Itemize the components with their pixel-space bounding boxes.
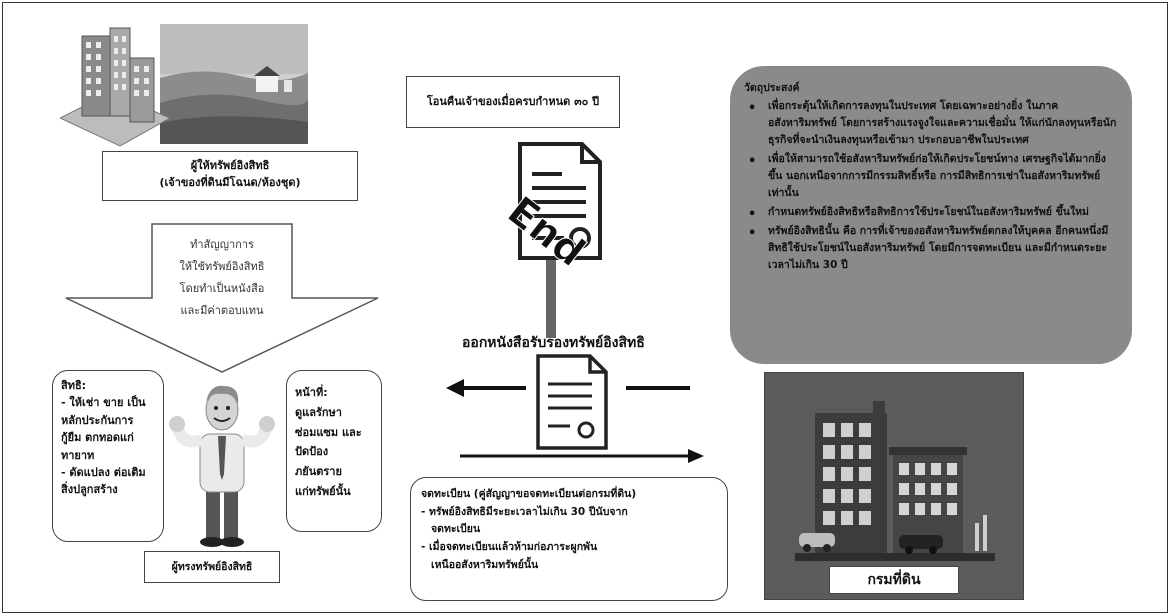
right-arrow [460, 449, 704, 463]
objectives-box: วัตถุประสงค์ เพื่อกระตุ้นให้เกิดการลงทุน… [730, 66, 1132, 364]
registration-item2-line1: - เมื่อจดทะเบียนแล้วห้ามก่อภาระผูกพัน [421, 540, 598, 553]
land-department-label: กรมที่ดิน [829, 566, 959, 594]
holder-label: ผู้ทรงทรัพย์อิงสิทธิ [171, 560, 253, 573]
rights-box: สิทธิ: - ให้เช่า ขาย เป็น หลักประกันการ … [52, 370, 164, 542]
objective-item-1: เพื่อกระตุ้นให้เกิดการลงทุนในประเทศ โดยเ… [740, 98, 1118, 149]
duties-line-2: ซ่อมแซม และ [295, 425, 362, 439]
contract-text: ทำสัญญาการ ให้ใช้ทรัพย์อิงสิทธิ โดยทำเป็… [152, 234, 292, 322]
land-building-image [765, 373, 1022, 598]
objective-item-2: เพื่อให้สามารถใช้อสังหาริมทรัพย์ก่อให้เก… [740, 151, 1118, 202]
land-department-illustration: กรมที่ดิน [764, 372, 1024, 600]
end-document-icon [518, 142, 602, 260]
duties-line-3: ปัดป้องภยันตราย [295, 445, 342, 479]
rights-line-6: สิ่งปลูกสร้าง [61, 483, 118, 497]
return-text: โอนคืนเจ้าของเมื่อครบกำหนด ๓๐ ปี [426, 95, 600, 109]
rights-title: สิทธิ: [61, 379, 87, 392]
objectives-heading: วัตถุประสงค์ [744, 82, 800, 94]
holder-person-illustration [169, 385, 275, 547]
contract-line-1: ทำสัญญาการ [190, 238, 254, 251]
owner-label-box: ผู้ให้ทรัพย์อิงสิทธิ (เจ้าของที่ดินมีโฉน… [102, 151, 358, 201]
end-document-group [518, 142, 602, 338]
owner-property-illustration [60, 24, 309, 147]
contract-arrow [65, 223, 379, 373]
registration-item1-line2: จดทะเบียน [431, 523, 481, 536]
buildings-image [60, 27, 172, 147]
contract-line-4: และมีค่าตอบแทน [180, 304, 264, 317]
rights-line-2: หลักประกันการ [61, 413, 134, 427]
return-box: โอนคืนเจ้าของเมื่อครบกำหนด ๓๐ ปี [406, 76, 620, 128]
objective-item-4: ทรัพย์อิงสิทธินั้น คือ การที่เจ้าของอสัง… [740, 223, 1118, 274]
rights-line-4: ทายาท [61, 448, 95, 462]
vertical-connector [546, 230, 556, 338]
holder-label-box: ผู้ทรงทรัพย์อิงสิทธิ [144, 551, 280, 583]
registration-box: จดทะเบียน (คู่สัญญาขอจดทะเบียนต่อกรมที่ด… [410, 477, 728, 601]
landscape-image [160, 24, 309, 144]
registration-heading: จดทะเบียน (คู่สัญญาขอจดทะเบียนต่อกรมที่ด… [421, 488, 637, 500]
owner-label-line2: (เจ้าของที่ดินมีโฉนด/ห้องชุด) [159, 176, 301, 190]
rights-line-5: - ดัดแปลง ต่อเติม [61, 465, 146, 479]
registration-item1-line1: - ทรัพย์อิงสิทธิมีระยะเวลาไม่เกิน 30 ปีน… [421, 505, 628, 518]
duties-title: หน้าที่: [295, 386, 328, 399]
contract-line-3: โดยทำเป็นหนังสือ [179, 282, 265, 295]
objective-item-3: กำหนดทรัพย์อิงสิทธิหรือสิทธิการใช้ประโยช… [740, 204, 1118, 225]
duties-line-4: แก่ทรัพย์นั้น [295, 484, 351, 498]
objectives-list: เพื่อกระตุ้นให้เกิดการลงทุนในประเทศ โดยเ… [740, 98, 1118, 274]
certificate-document-icon [536, 354, 608, 450]
left-arrow [446, 379, 526, 397]
rights-line-3: กู้ยืม ตกทอดแก่ [61, 431, 134, 445]
rights-line-1: - ให้เช่า ขาย เป็น [61, 396, 146, 410]
duties-box: หน้าที่: ดูแลรักษา ซ่อมแซม และ ปัดป้องภย… [286, 370, 382, 532]
registration-item2-line2: เหนืออสังหาริมทรัพย์นั้น [431, 558, 539, 571]
duties-line-1: ดูแลรักษา [295, 405, 342, 419]
certificate-title: ออกหนังสือรับรองทรัพย์อิงสิทธิ [462, 335, 645, 351]
owner-label-line1: ผู้ให้ทรัพย์อิงสิทธิ [190, 159, 270, 172]
certificate-exchange [446, 354, 704, 463]
contract-line-2: ให้ใช้ทรัพย์อิงสิทธิ [179, 260, 265, 273]
